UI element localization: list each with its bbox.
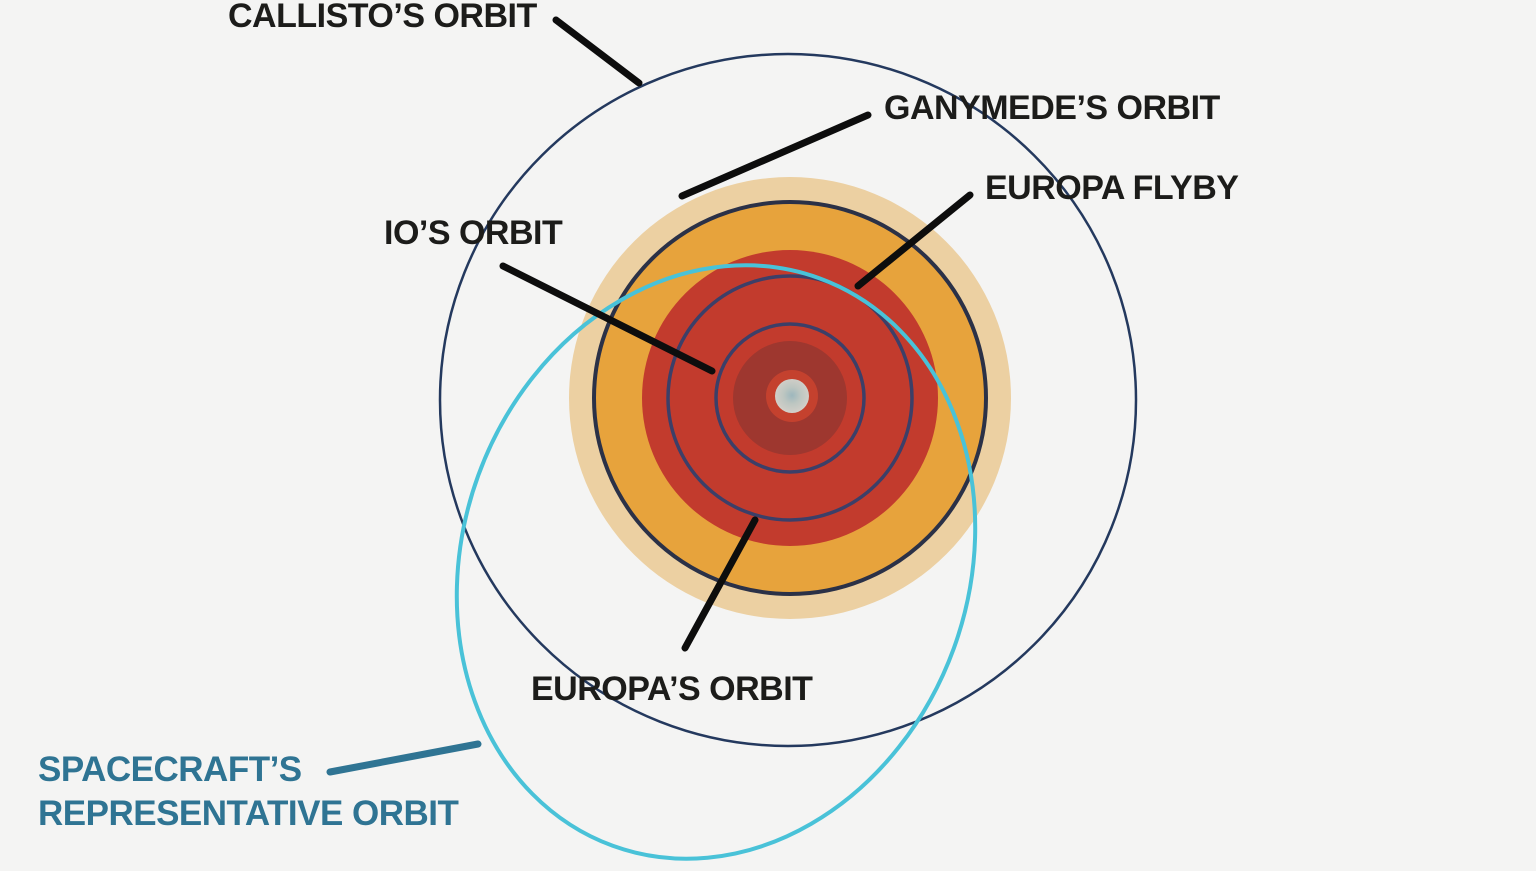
ganymede-orbit-circle [592, 200, 988, 596]
label-spacecraft-orbit-line1: SPACECRAFT’S [38, 750, 302, 789]
callisto-orbit-ellipse [438, 52, 1138, 748]
spacecraft-orbit-ellipse [454, 263, 978, 861]
leader-spacecraft-orbit [326, 740, 482, 776]
leader-ganymede [678, 111, 872, 200]
jupiter [775, 379, 809, 413]
europa-orbit-circle [666, 274, 914, 522]
label-spacecraft-orbit-line2: REPRESENTATIVE ORBIT [38, 794, 459, 833]
leader-europa-flyby [854, 191, 974, 290]
leader-io [499, 262, 716, 375]
leader-europa-orbit [681, 516, 759, 652]
label-io-orbit: IO’S ORBIT [384, 214, 563, 252]
leader-callisto [552, 16, 643, 87]
label-spacecraft-orbit: SPACECRAFT’S REPRESENTATIVE ORBIT [38, 748, 459, 836]
label-europa-orbit: EUROPA’S ORBIT [531, 670, 813, 708]
io-orbit-circle [714, 322, 866, 474]
label-ganymede-orbit: GANYMEDE’S ORBIT [884, 89, 1220, 127]
label-europa-flyby: EUROPA FLYBY [985, 169, 1239, 207]
label-callisto-orbit: CALLISTO’S ORBIT [228, 0, 537, 35]
